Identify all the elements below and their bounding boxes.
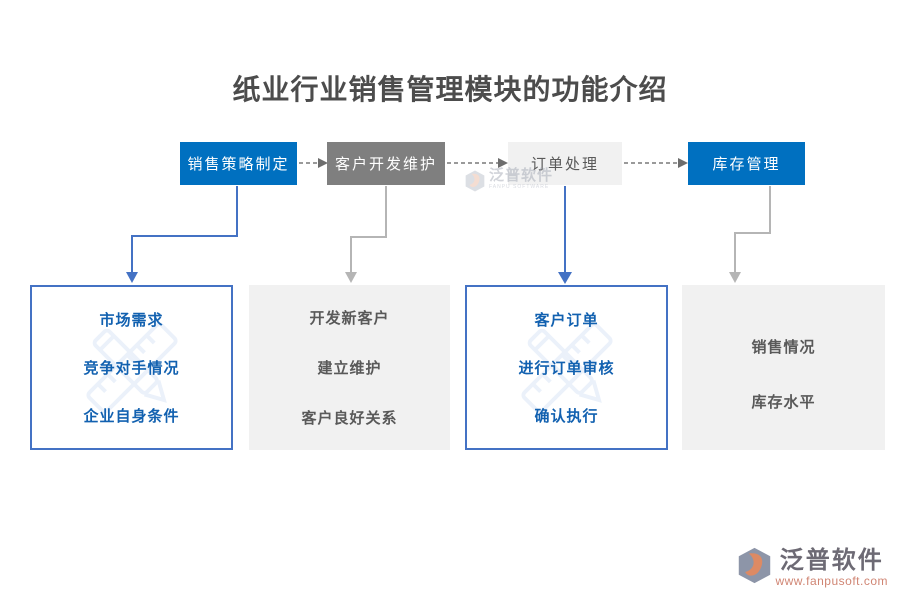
detail-inventory: 销售情况 库存水平 (682, 285, 885, 450)
connector-customer-development-arrowhead (345, 272, 357, 283)
connector-customer-development (350, 186, 387, 274)
watermark-brand-subtitle: FANPU SOFTWARE (489, 184, 550, 190)
fanpu-logo-icon (739, 547, 771, 584)
stage-customer-development: 客户开发维护 (327, 142, 445, 185)
stage-label: 库存管理 (712, 156, 781, 173)
brand-watermark: 泛普软件 FANPU SOFTWARE (464, 168, 553, 192)
stage-label: 客户开发维护 (334, 156, 437, 173)
detail-item: 建立维护 (317, 359, 382, 377)
detail-order-processing: 客户订单 进行订单审核 确认执行 (465, 285, 668, 450)
detail-item: 进行订单审核 (518, 359, 615, 377)
page-title: 纸业行业销售管理模块的功能介绍 (232, 73, 668, 106)
pencil-ruler-watermark-icon (85, 321, 178, 414)
detail-sales-strategy: 市场需求 竞争对手情况 企业自身条件 (30, 285, 233, 450)
detail-item: 确认执行 (534, 408, 599, 426)
connector-sales-strategy-arrowhead (126, 272, 138, 283)
stage-label: 销售策略制定 (187, 156, 290, 173)
detail-item: 企业自身条件 (83, 408, 180, 426)
stage-inventory-management: 库存管理 (688, 142, 805, 185)
connector-inventory (734, 186, 771, 274)
pencil-ruler-watermark-icon (520, 321, 613, 414)
detail-item: 市场需求 (99, 311, 164, 329)
connector-order-processing-arrowhead (558, 272, 572, 284)
fanpu-logo-icon (465, 170, 485, 192)
detail-item: 客户良好关系 (301, 409, 398, 427)
detail-item: 开发新客户 (309, 310, 390, 328)
detail-item: 销售情况 (751, 338, 816, 356)
detail-item: 竞争对手情况 (83, 359, 180, 377)
brand-logo: 泛普软件 www.fanpusoft.com (736, 547, 888, 588)
detail-customer-development: 开发新客户 建立维护 客户良好关系 (249, 285, 450, 450)
detail-item: 客户订单 (534, 311, 599, 329)
watermark-brand-text: 泛普软件 (489, 167, 554, 184)
stage-order-processing: 订单处理 (508, 142, 622, 185)
connector-sales-strategy (131, 186, 238, 274)
stage-sales-strategy: 销售策略制定 (180, 142, 297, 185)
brand-name: 泛普软件 (779, 545, 884, 574)
brand-url: www.fanpusoft.com (775, 574, 888, 588)
stage-label: 订单处理 (530, 156, 599, 173)
detail-item: 库存水平 (751, 393, 816, 411)
connector-inventory-arrowhead (729, 272, 741, 283)
